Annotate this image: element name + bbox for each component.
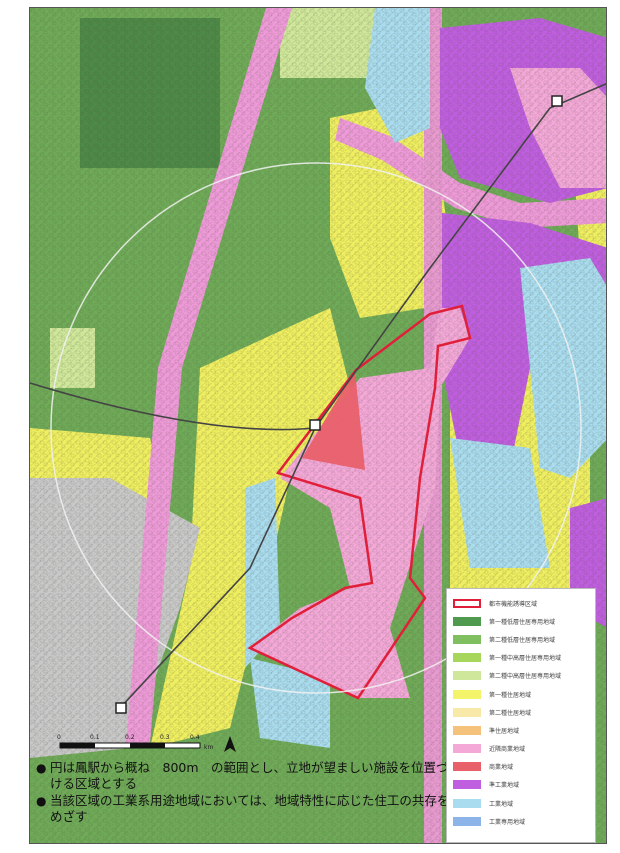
legend-item: 都市機能誘導区域: [453, 594, 589, 612]
scale-bar: 0 0.1 0.2 0.3 0.4 km: [57, 734, 213, 751]
legend-swatch: [453, 598, 481, 608]
scale-tick-4: 0.4: [190, 734, 200, 741]
station-marker-center: [309, 419, 321, 431]
scale-tick-3: 0.3: [160, 734, 170, 741]
legend-item: 第二種低層住居専用地域: [453, 630, 589, 648]
map-frame: 0 0.1 0.2 0.3 0.4 km ● 円は鳳駅から概ね 800m の範囲…: [29, 7, 607, 844]
station-marker-northeast: [551, 95, 563, 107]
note-text: 当該区域の工業系用途地域においては、地域特性に応じた住工の共存をめざす: [50, 793, 450, 824]
legend-item: 第一種低層住居専用地域: [453, 612, 589, 630]
legend-swatch: [453, 689, 481, 699]
legend-label: 都市機能誘導区域: [489, 600, 538, 608]
legend-swatch: [453, 707, 481, 717]
legend-swatch: [453, 798, 481, 808]
guidance-area-outline: [247, 304, 472, 700]
legend-label: 第二種住居地域: [489, 709, 532, 717]
800m-circle: [50, 162, 582, 694]
legend-label: 第一種住居地域: [489, 691, 532, 699]
legend-item: 近隣商業地域: [453, 740, 589, 758]
legend-label: 第二種中高層住居専用地域: [489, 673, 562, 681]
scale-tick-0: 0: [57, 734, 61, 741]
legend-item: 工業専用地域: [453, 812, 589, 830]
legend-item: 第二種住居地域: [453, 703, 589, 721]
legend-label: 準工業地域: [489, 782, 520, 790]
legend-item: 準工業地域: [453, 776, 589, 794]
scale-tick-2: 0.2: [125, 734, 135, 741]
legend-item: 第一種住居地域: [453, 685, 589, 703]
legend-swatch: [453, 634, 481, 644]
note-item: ● 当該区域の工業系用途地域においては、地域特性に応じた住工の共存をめざす: [36, 793, 456, 825]
legend-item: 工業地域: [453, 794, 589, 812]
legend-swatch: [453, 780, 481, 790]
legend-swatch: [453, 744, 481, 754]
legend-swatch: [453, 816, 481, 826]
north-arrow-icon: [224, 736, 236, 752]
notes: ● 円は鳳駅から概ね 800m の範囲とし、立地が望ましい施設を位置づける区域と…: [36, 760, 456, 826]
legend-item: 第一種中高層住居専用地域: [453, 649, 589, 667]
legend-swatch: [453, 616, 481, 626]
bullet-icon: ●: [36, 794, 47, 808]
legend-swatch: [453, 653, 481, 663]
legend-swatch: [453, 725, 481, 735]
legend: 都市機能誘導区域 第一種低層住居専用地域 第二種低層住居専用地域 第一種中高層住…: [446, 588, 596, 843]
legend-label: 工業専用地域: [489, 818, 526, 826]
scale-tick-1: 0.1: [90, 734, 100, 741]
legend-label: 第二種低層住居専用地域: [489, 636, 556, 644]
legend-item: 準住居地域: [453, 721, 589, 739]
note-text: 円は鳳駅から概ね 800m の範囲とし、立地が望ましい施設を位置づける区域とする: [50, 760, 449, 791]
station-marker-south: [115, 702, 127, 714]
bullet-icon: ●: [36, 761, 47, 775]
legend-label: 工業地域: [489, 800, 514, 808]
legend-swatch: [453, 762, 481, 772]
legend-label: 商業地域: [489, 764, 514, 772]
legend-item: 商業地域: [453, 758, 589, 776]
note-item: ● 円は鳳駅から概ね 800m の範囲とし、立地が望ましい施設を位置づける区域と…: [36, 760, 456, 792]
legend-label: 準住居地域: [489, 727, 520, 735]
zone-commercial: [302, 370, 365, 470]
legend-label: 近隣商業地域: [489, 746, 526, 754]
railway-line-branch: [30, 382, 316, 431]
legend-label: 第一種低層住居専用地域: [489, 618, 556, 626]
legend-item: 第二種中高層住居専用地域: [453, 667, 589, 685]
scale-unit: km: [204, 744, 213, 751]
legend-swatch: [453, 671, 481, 681]
legend-label: 第一種中高層住居専用地域: [489, 655, 562, 663]
